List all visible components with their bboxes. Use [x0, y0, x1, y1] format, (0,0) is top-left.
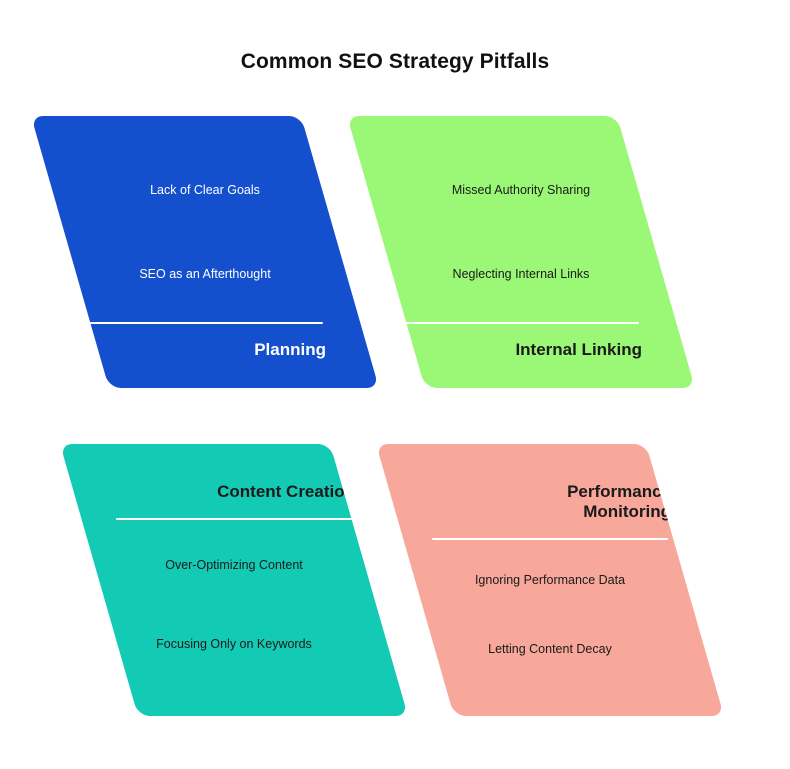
- category-card-performance-monitoring[interactable]: Performance Monitoring Ignoring Performa…: [376, 444, 724, 716]
- card-item-list: Lack of Clear Goals SEO as an Afterthoug…: [80, 134, 330, 316]
- page-title: Common SEO Strategy Pitfalls: [240, 50, 550, 73]
- category-card-content-creation[interactable]: Content Creation Over-Optimizing Content…: [60, 444, 408, 716]
- list-item: Focusing Only on Keywords: [156, 637, 312, 652]
- list-item: Lack of Clear Goals: [150, 182, 260, 197]
- card-content: Content Creation Over-Optimizing Content…: [99, 444, 369, 716]
- list-item: Neglecting Internal Links: [452, 266, 590, 281]
- card-content: Lack of Clear Goals SEO as an Afterthoug…: [70, 116, 340, 388]
- list-item: Letting Content Decay: [488, 642, 612, 657]
- list-item: SEO as an Afterthought: [139, 266, 271, 281]
- card-title: Planning: [254, 339, 326, 359]
- card-title: Internal Linking: [515, 339, 642, 359]
- card-content: Performance Monitoring Ignoring Performa…: [415, 444, 685, 716]
- card-divider: [403, 321, 639, 324]
- card-title: Performance Monitoring: [567, 482, 671, 522]
- category-card-internal-linking[interactable]: Missed Authority Sharing Neglecting Inte…: [347, 116, 695, 388]
- card-divider: [116, 518, 352, 521]
- category-card-planning[interactable]: Lack of Clear Goals SEO as an Afterthoug…: [31, 116, 379, 388]
- card-divider: [87, 321, 323, 324]
- card-content: Missed Authority Sharing Neglecting Inte…: [386, 116, 656, 388]
- card-item-list: Over-Optimizing Content Focusing Only on…: [109, 526, 359, 698]
- list-item: Missed Authority Sharing: [451, 182, 591, 197]
- card-item-list: Ignoring Performance Data Letting Conten…: [425, 546, 675, 698]
- list-item: Ignoring Performance Data: [474, 573, 626, 588]
- card-title: Content Creation: [217, 482, 355, 501]
- list-item: Over-Optimizing Content: [165, 558, 303, 573]
- card-divider: [432, 538, 668, 541]
- card-item-list: Missed Authority Sharing Neglecting Inte…: [396, 134, 646, 316]
